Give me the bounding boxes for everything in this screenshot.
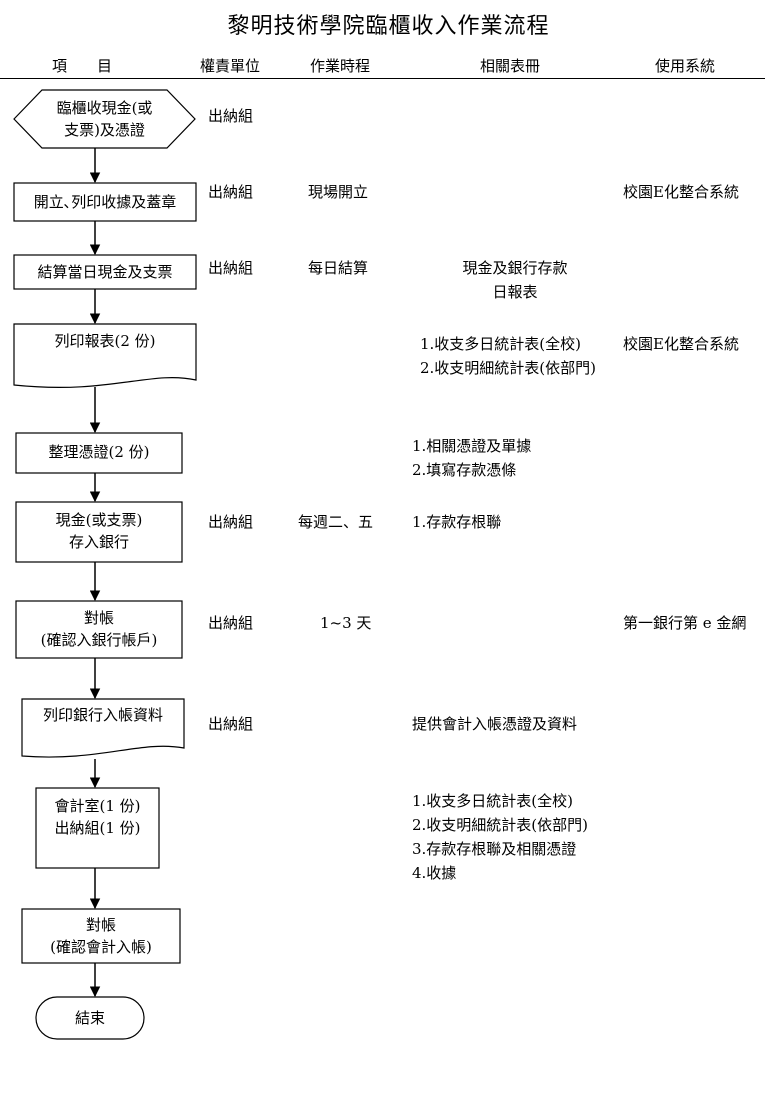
- step-4-document-shape: [13, 323, 197, 388]
- step-3-unit: 出納組: [208, 259, 254, 277]
- step-4-forms: 1.收支多日統計表(全校) 2.收支明細統計表(依部門): [420, 332, 596, 380]
- step-3-schedule: 每日結算: [308, 259, 369, 277]
- step-2-system: 校園E化整合系統: [623, 183, 739, 201]
- step-4-system: 校園E化整合系統: [623, 335, 739, 353]
- step-5-forms: 1.相關憑證及單據 2.填寫存款憑條: [412, 434, 531, 482]
- step-3-forms: 現金及銀行存款 日報表: [440, 256, 590, 304]
- step-7-schedule: 1~3 天: [320, 614, 372, 632]
- step-1-unit: 出納組: [208, 107, 254, 125]
- page-title: 黎明技術學院臨櫃收入作業流程: [227, 14, 550, 39]
- step-4-form-2: 2.收支明細統計表(依部門): [420, 359, 597, 377]
- step-8-label: 列印銀行入帳資料: [42, 706, 163, 724]
- step-1-label: 臨櫃收現金(或 支票)及憑證: [14, 97, 195, 141]
- header-unit: 權責單位: [200, 57, 261, 75]
- step-1-label-line-2: 支票)及憑證: [64, 121, 145, 139]
- step-7-unit: 出納組: [208, 614, 254, 632]
- step-10-label-line-2: (確認會計入帳): [50, 938, 152, 956]
- step-7-label-line-1: 對帳: [83, 609, 114, 627]
- step-6-forms: 1.存款存根聯: [412, 513, 502, 531]
- step-6-label-line-2: 存入銀行: [68, 533, 129, 551]
- header-schedule: 作業時程: [310, 57, 371, 75]
- step-3-form-1: 現金及銀行存款: [462, 259, 568, 277]
- step-9-label-line-1: 會計室(1 份): [54, 797, 141, 815]
- step-10-label: 對帳 (確認會計入帳): [22, 914, 180, 958]
- step-1-label-line-1: 臨櫃收現金(或: [56, 99, 153, 117]
- step-7-label-line-2: (確認入銀行帳戶): [40, 631, 158, 649]
- step-10-box: [21, 908, 181, 964]
- step-8-unit: 出納組: [208, 715, 254, 733]
- step-2-box: [13, 182, 197, 222]
- step-3-form-2: 日報表: [492, 283, 538, 301]
- step-2-unit: 出納組: [208, 183, 254, 201]
- step-4-label: 列印報表(2 份): [54, 332, 156, 350]
- step-6-unit: 出納組: [208, 513, 254, 531]
- step-3-label: 結算當日現金及支票: [37, 263, 173, 281]
- step-9-form-3: 3.存款存根聯及相關憑證: [412, 840, 577, 858]
- step-10-label-line-1: 對帳: [85, 916, 116, 934]
- step-6-label-line-1: 現金(或支票): [55, 511, 143, 529]
- header-item: 項 目: [52, 57, 113, 75]
- step-9-form-1: 1.收支多日統計表(全校): [412, 792, 574, 810]
- step-5-form-1: 1.相關憑證及單據: [412, 437, 532, 455]
- step-6-label: 現金(或支票) 存入銀行: [16, 509, 182, 553]
- start-hexagon-shape: [13, 89, 196, 149]
- step-9-label-line-2: 出納組(1 份): [54, 819, 141, 837]
- end-label: 結束: [74, 1009, 105, 1027]
- step-9-form-2: 2.收支明細統計表(依部門): [412, 816, 589, 834]
- step-9-forms: 1.收支多日統計表(全校) 2.收支明細統計表(依部門) 3.存款存根聯及相關憑…: [412, 789, 588, 885]
- step-7-system: 第一銀行第 e 金網: [623, 614, 747, 632]
- step-8-document-shape: [21, 698, 185, 758]
- step-6-schedule: 每週二、五: [298, 513, 374, 531]
- header-rule: [0, 78, 765, 79]
- step-4-form-1: 1.收支多日統計表(全校): [420, 335, 582, 353]
- step-2-schedule: 現場開立: [308, 183, 369, 201]
- step-5-label: 整理憑證(2 份): [48, 443, 150, 461]
- header-forms: 相關表冊: [480, 57, 541, 75]
- step-5-form-2: 2.填寫存款憑條: [412, 461, 517, 479]
- step-2-label: 開立､列印收據及蓋章: [33, 193, 177, 211]
- step-8-forms: 提供會計入帳憑證及資料: [412, 715, 578, 733]
- header-system: 使用系統: [655, 57, 716, 75]
- step-3-box: [13, 254, 197, 290]
- step-9-form-4: 4.收據: [412, 864, 457, 882]
- step-9-label: 會計室(1 份) 出納組(1 份): [36, 795, 159, 839]
- step-7-label: 對帳 (確認入銀行帳戶): [16, 607, 182, 651]
